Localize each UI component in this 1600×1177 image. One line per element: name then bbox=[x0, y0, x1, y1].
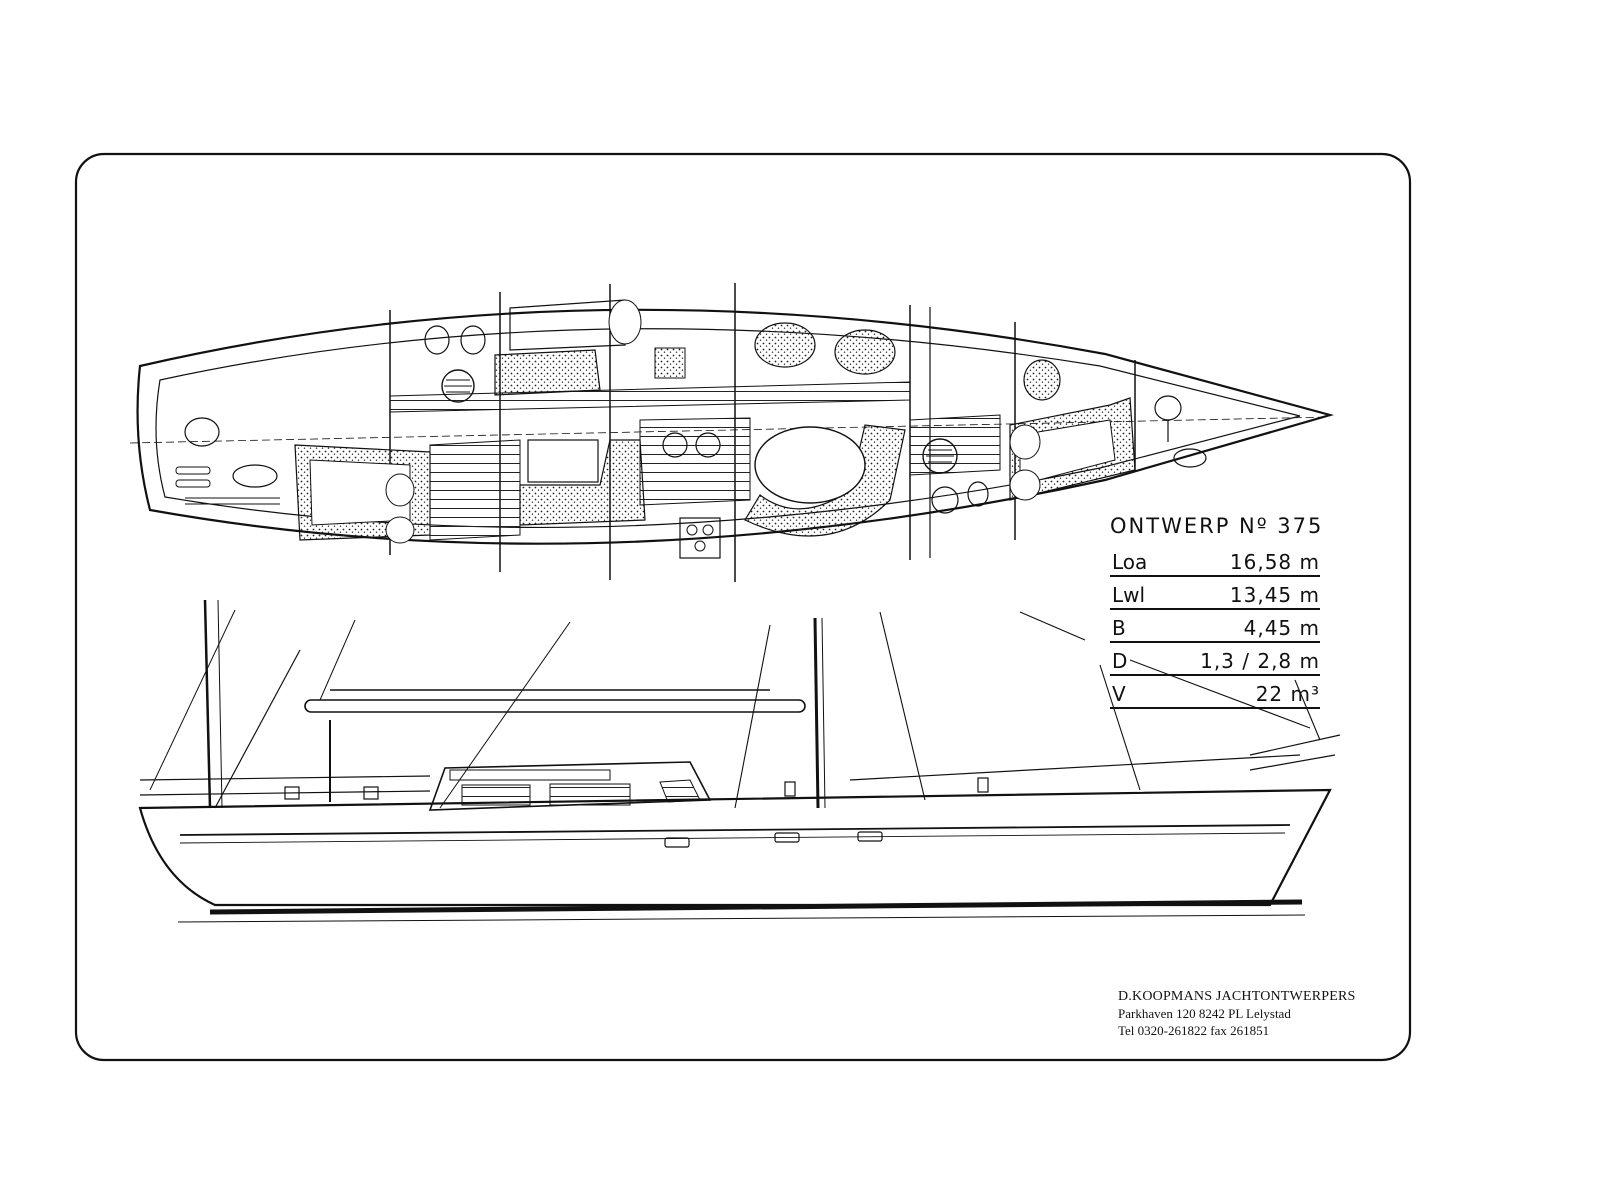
spec-row-lwl: Lwl 13,45 m bbox=[1110, 577, 1320, 610]
sheet-border bbox=[74, 152, 1412, 1062]
boom bbox=[304, 699, 806, 713]
hull-outline bbox=[136, 308, 1335, 545]
spec-value: 13,45 m bbox=[1229, 583, 1320, 607]
spec-value: 22 m³ bbox=[1255, 682, 1320, 706]
spec-row-b: B 4,45 m bbox=[1110, 610, 1320, 643]
company-address: Parkhaven 120 8242 PL Lelystad bbox=[1118, 1006, 1291, 1021]
main-mast bbox=[813, 617, 820, 809]
spec-key: Lwl bbox=[1112, 583, 1146, 607]
spec-table: Loa 16,58 m Lwl 13,45 m B 4,45 m D 1,3 /… bbox=[1110, 544, 1320, 709]
vent-icon bbox=[922, 438, 958, 474]
spec-key: B bbox=[1112, 616, 1126, 640]
spec-key: D bbox=[1112, 649, 1128, 673]
design-title: ONTWERP Nº 375 bbox=[1110, 514, 1324, 538]
spec-row-v: V 22 m³ bbox=[1110, 676, 1320, 709]
spec-key: V bbox=[1112, 682, 1126, 706]
company-contact: Tel 0320-261822 fax 261851 bbox=[1118, 1023, 1270, 1038]
plan-view bbox=[129, 283, 1335, 582]
spec-key: Loa bbox=[1112, 550, 1148, 574]
spec-value: 1,3 / 2,8 m bbox=[1200, 649, 1320, 673]
spec-value: 4,45 m bbox=[1243, 616, 1320, 640]
hull-profile bbox=[138, 788, 1332, 907]
title-block: D.KOOPMANS JACHTONTWERPERS Parkhaven 120… bbox=[1118, 988, 1356, 1039]
spec-row-d: D 1,3 / 2,8 m bbox=[1110, 643, 1320, 676]
profile-view bbox=[138, 599, 1341, 923]
spec-value: 16,58 m bbox=[1229, 550, 1320, 574]
company-name: D.KOOPMANS JACHTONTWERPERS bbox=[1118, 989, 1356, 1004]
spec-row-loa: Loa 16,58 m bbox=[1110, 544, 1320, 577]
vent-icon bbox=[441, 369, 475, 403]
mizzen-mast bbox=[203, 599, 212, 809]
